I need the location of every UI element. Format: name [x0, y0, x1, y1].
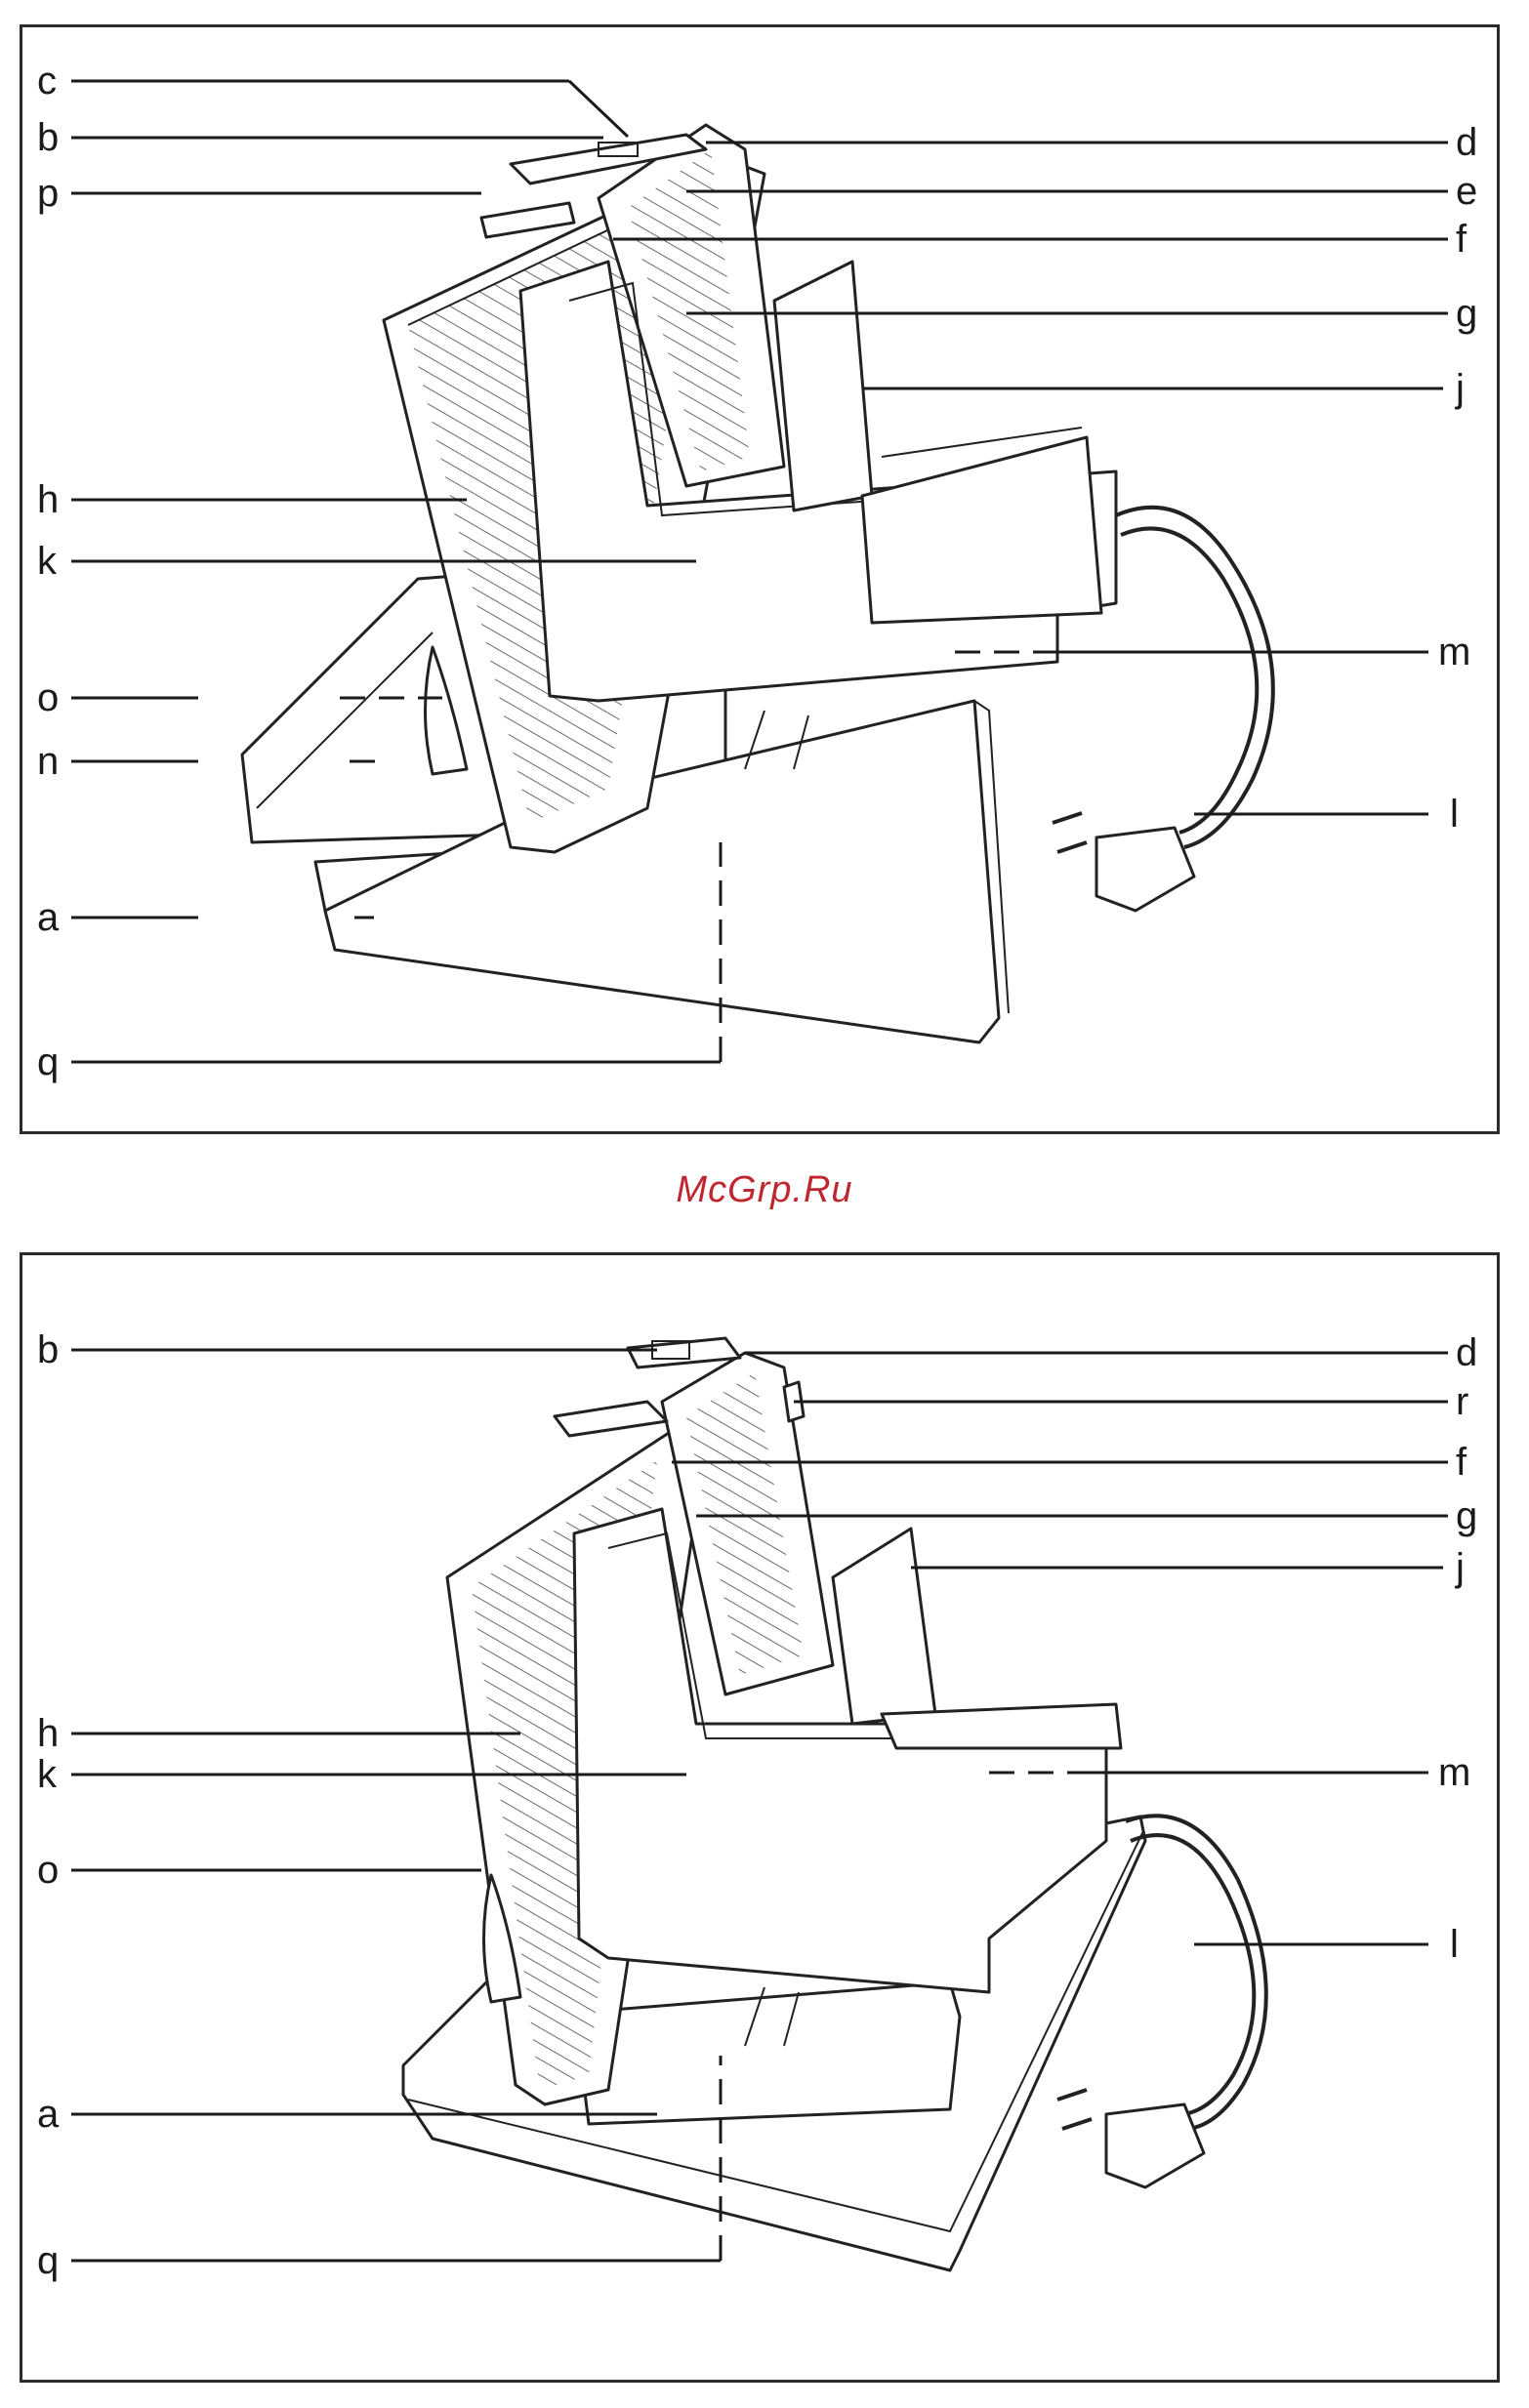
label-f: f — [1456, 1441, 1467, 1484]
watermark-text: McGrp.Ru — [0, 1169, 1529, 1211]
label-n: n — [37, 740, 59, 783]
label-b: b — [37, 1328, 59, 1371]
label-o: o — [37, 676, 59, 719]
label-k: k — [37, 540, 58, 583]
control-panel — [628, 1338, 740, 1367]
food-pusher — [833, 1529, 935, 1724]
label-g: g — [1456, 1494, 1477, 1537]
label-m: m — [1438, 631, 1470, 673]
label-p: p — [37, 172, 59, 215]
label-l: l — [1450, 1923, 1459, 1966]
label-b: b — [37, 116, 59, 159]
label-d: d — [1456, 1331, 1477, 1374]
slicer-diagram-2: b h k o a q d r f g j m l — [22, 1255, 1503, 2386]
label-l: l — [1450, 793, 1459, 836]
label-j: j — [1455, 367, 1465, 410]
plug — [1096, 828, 1194, 911]
label-q: q — [37, 1041, 59, 1083]
label-h: h — [37, 478, 59, 521]
label-k: k — [37, 1753, 58, 1796]
end-piece-holder — [862, 437, 1101, 623]
label-a: a — [37, 2093, 60, 2136]
label-m: m — [1438, 1751, 1470, 1794]
power-cord — [1116, 508, 1273, 847]
label-q: q — [37, 2239, 59, 2282]
power-cord — [1126, 1816, 1266, 2129]
label-c: c — [37, 60, 57, 102]
label-e: e — [1456, 170, 1477, 213]
diagram-panel-2: b h k o a q d r f g j m l — [20, 1252, 1500, 2383]
slicer-diagram-1: c b p h k o n a q d e f g j m l — [22, 27, 1503, 1137]
label-j: j — [1455, 1546, 1465, 1589]
label-f: f — [1456, 218, 1467, 261]
label-r: r — [1456, 1380, 1468, 1423]
knob — [555, 1402, 667, 1436]
label-g: g — [1456, 292, 1477, 335]
diagram-panel-1: c b p h k o n a q d e f g j m l — [20, 24, 1500, 1134]
label-o: o — [37, 1849, 59, 1892]
plug — [1106, 2104, 1204, 2187]
food-pusher — [774, 262, 872, 510]
knob — [481, 203, 574, 237]
label-h: h — [37, 1712, 59, 1755]
label-a: a — [37, 896, 60, 939]
label-d: d — [1456, 121, 1477, 164]
